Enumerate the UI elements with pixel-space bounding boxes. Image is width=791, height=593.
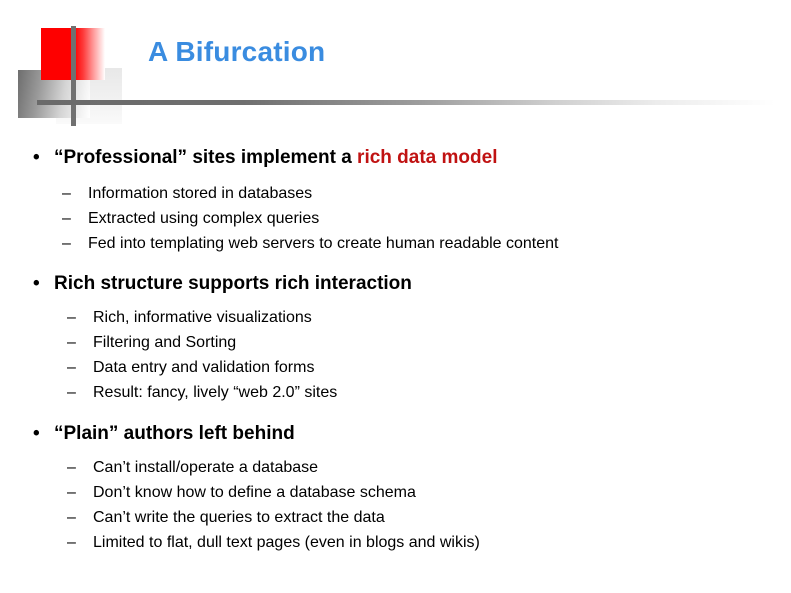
sub-bullet-text: Can’t install/operate a database [93,459,319,476]
bullet-heading-3-plain: “Plain” authors left behind [54,423,295,444]
spacer [0,256,791,269]
pale-square-shape [56,68,122,124]
sub-bullet-list-2: – Rich, informative visualizations – Fil… [0,305,791,405]
dash-icon: – [67,534,76,551]
sub-bullet-item: – Filtering and Sorting [67,330,791,355]
dash-icon: – [62,210,71,227]
sub-bullet-text: Rich, informative visualizations [93,309,312,326]
dash-icon: – [67,384,76,401]
dash-icon: – [67,334,76,351]
bullet-dot-icon: • [33,423,40,444]
sub-bullet-item: – Result: fancy, lively “web 2.0” sites [67,380,791,405]
bullet-group-1: • “Professional” sites implement a rich … [0,143,791,256]
sub-bullet-text: Fed into templating web servers to creat… [88,235,559,252]
red-square-shape [41,28,105,80]
sub-bullet-list-1: – Information stored in databases – Extr… [0,181,791,256]
dash-icon: – [67,484,76,501]
sub-bullet-item: – Don’t know how to define a database sc… [67,480,791,505]
bullet-heading-2-plain: Rich structure supports rich interaction [54,273,412,294]
dash-icon: – [67,359,76,376]
dash-icon: – [62,185,71,202]
page-title: A Bifurcation [148,36,326,67]
sub-bullet-item: – Information stored in databases [62,181,791,206]
sub-bullet-text: Information stored in databases [88,185,313,202]
sub-bullet-text: Extracted using complex queries [88,210,320,227]
sub-bullet-item: – Rich, informative visualizations [67,305,791,330]
sub-bullet-text: Data entry and validation forms [93,359,315,376]
bullet-heading-2-text: Rich structure supports rich interaction [54,269,412,299]
bullet-heading-1-text: “Professional” sites implement a rich da… [54,143,497,173]
sub-bullet-item: – Can’t write the queries to extract the… [67,505,791,530]
header-decoration [0,0,791,132]
sub-bullet-text: Can’t write the queries to extract the d… [93,509,385,526]
spacer [0,405,791,419]
bullet-heading-3-text: “Plain” authors left behind [54,419,295,449]
vertical-rule-line [71,26,76,126]
sub-bullet-text: Don’t know how to define a database sche… [93,484,416,501]
bullet-heading-1-plain: “Professional” sites implement a [54,147,358,168]
horizontal-rule-line [37,100,775,105]
bullet-dot-icon: • [33,273,40,294]
spacer [0,173,791,181]
dash-icon: – [67,509,76,526]
sub-bullet-item: – Limited to flat, dull text pages (even… [67,530,791,555]
dash-icon: – [62,235,71,252]
bullet-group-3: • “Plain” authors left behind – Can’t in… [0,419,791,555]
gray-gradient-square-shape [18,70,90,118]
sub-bullet-text: Result: fancy, lively “web 2.0” sites [93,384,338,401]
sub-bullet-item: – Can’t install/operate a database [67,455,791,480]
sub-bullet-list-3: – Can’t install/operate a database – Don… [0,455,791,555]
bullet-dot-icon: • [33,147,40,168]
sub-bullet-text: Limited to flat, dull text pages (even i… [93,534,480,551]
bullet-heading-2: • Rich structure supports rich interacti… [0,269,791,299]
bullet-group-2: • Rich structure supports rich interacti… [0,269,791,405]
bullet-heading-3: • “Plain” authors left behind [0,419,791,449]
sub-bullet-text: Filtering and Sorting [93,334,237,351]
bullet-heading-1: • “Professional” sites implement a rich … [0,143,791,173]
sub-bullet-item: – Data entry and validation forms [67,355,791,380]
dash-icon: – [67,309,76,326]
bullet-heading-1-accent: rich data model [357,147,498,168]
slide-body: • “Professional” sites implement a rich … [0,143,791,555]
dash-icon: – [67,459,76,476]
sub-bullet-item: – Extracted using complex queries [62,206,791,231]
sub-bullet-item: – Fed into templating web servers to cre… [62,231,791,256]
